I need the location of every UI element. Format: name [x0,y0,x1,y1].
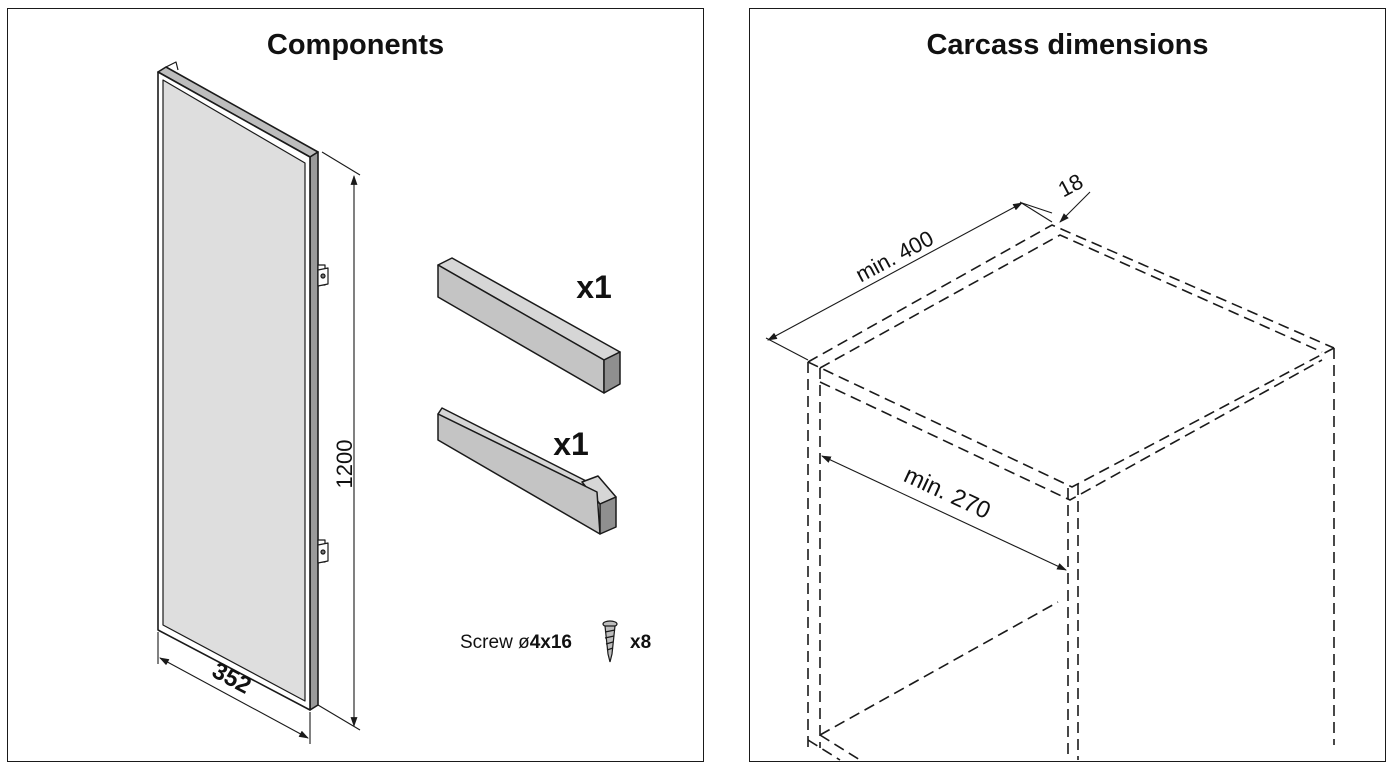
hinge-fitting-lower [317,539,329,564]
side-panel-drawing [157,61,329,711]
screw-spec: Screw ø4x16 [460,632,572,653]
rail-2-quantity: x1 [553,426,589,462]
rail-1-quantity: x1 [576,269,612,305]
components-title: Components [266,29,445,61]
panel-width-dimension [157,632,311,744]
screw-icon [602,620,618,663]
carcass-title: Carcass dimensions [926,29,1209,61]
carcass-drawing [807,224,1335,761]
carcass-thickness-dimension [1021,191,1091,223]
panel-height-label: 1200 [332,440,357,489]
carcass-width-dimension [821,455,1067,571]
panel-height-dimension [317,151,361,731]
rail-bar-1 [437,257,621,394]
carcass-depth-label: min. 400 [851,226,937,288]
screw-quantity: x8 [630,632,651,653]
screw-size: 4x16 [530,632,572,653]
carcass-thickness-label: 18 [1054,169,1087,203]
hinge-fitting-upper [317,264,329,287]
screw-prefix: Screw ø [460,632,530,653]
carcass-width-label: min. 270 [900,462,995,525]
carcass-depth-dimension [765,201,1053,361]
rail-bar-2 [437,407,617,535]
